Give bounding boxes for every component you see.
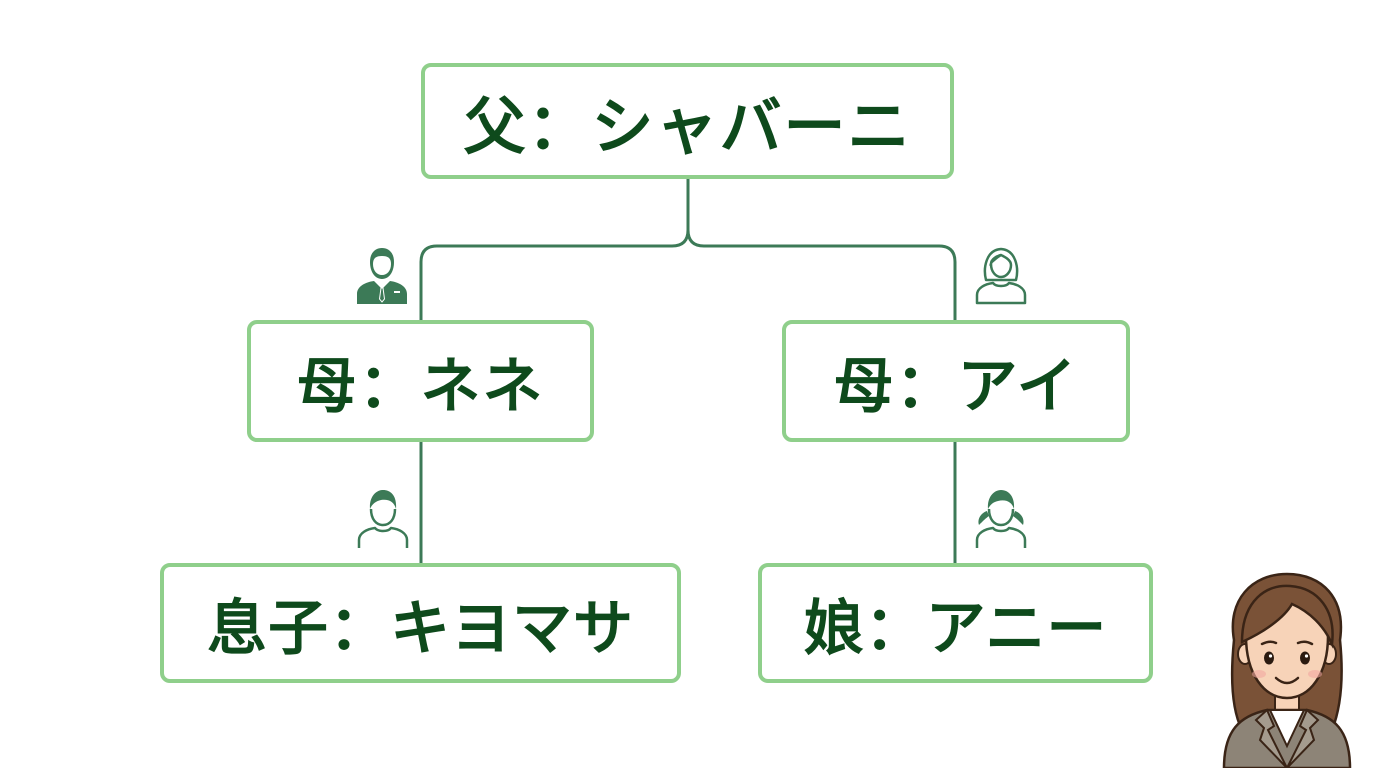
presenter-avatar	[1222, 572, 1352, 768]
father-node: 父：シャバーニ	[421, 63, 954, 179]
mother-left-label: 母：ネネ	[296, 351, 545, 422]
woman-icon	[975, 247, 1027, 305]
root-stem-line	[419, 177, 690, 322]
boy-icon	[357, 490, 409, 548]
daughter-label: 娘：アニー	[803, 593, 1108, 664]
root-branch-right-line	[686, 228, 957, 322]
daughter-node: 娘：アニー	[758, 563, 1153, 683]
son-node: 息子：キヨマサ	[160, 563, 681, 683]
son-label: 息子：キヨマサ	[207, 593, 634, 664]
father-label: 父：シャバーニ	[463, 90, 912, 163]
man-in-suit-icon	[357, 248, 407, 304]
girl-icon	[975, 490, 1027, 548]
mother-node-right: 母：アイ	[782, 320, 1130, 442]
mother-node-left: 母：ネネ	[247, 320, 594, 442]
mother-right-label: 母：アイ	[833, 351, 1079, 422]
